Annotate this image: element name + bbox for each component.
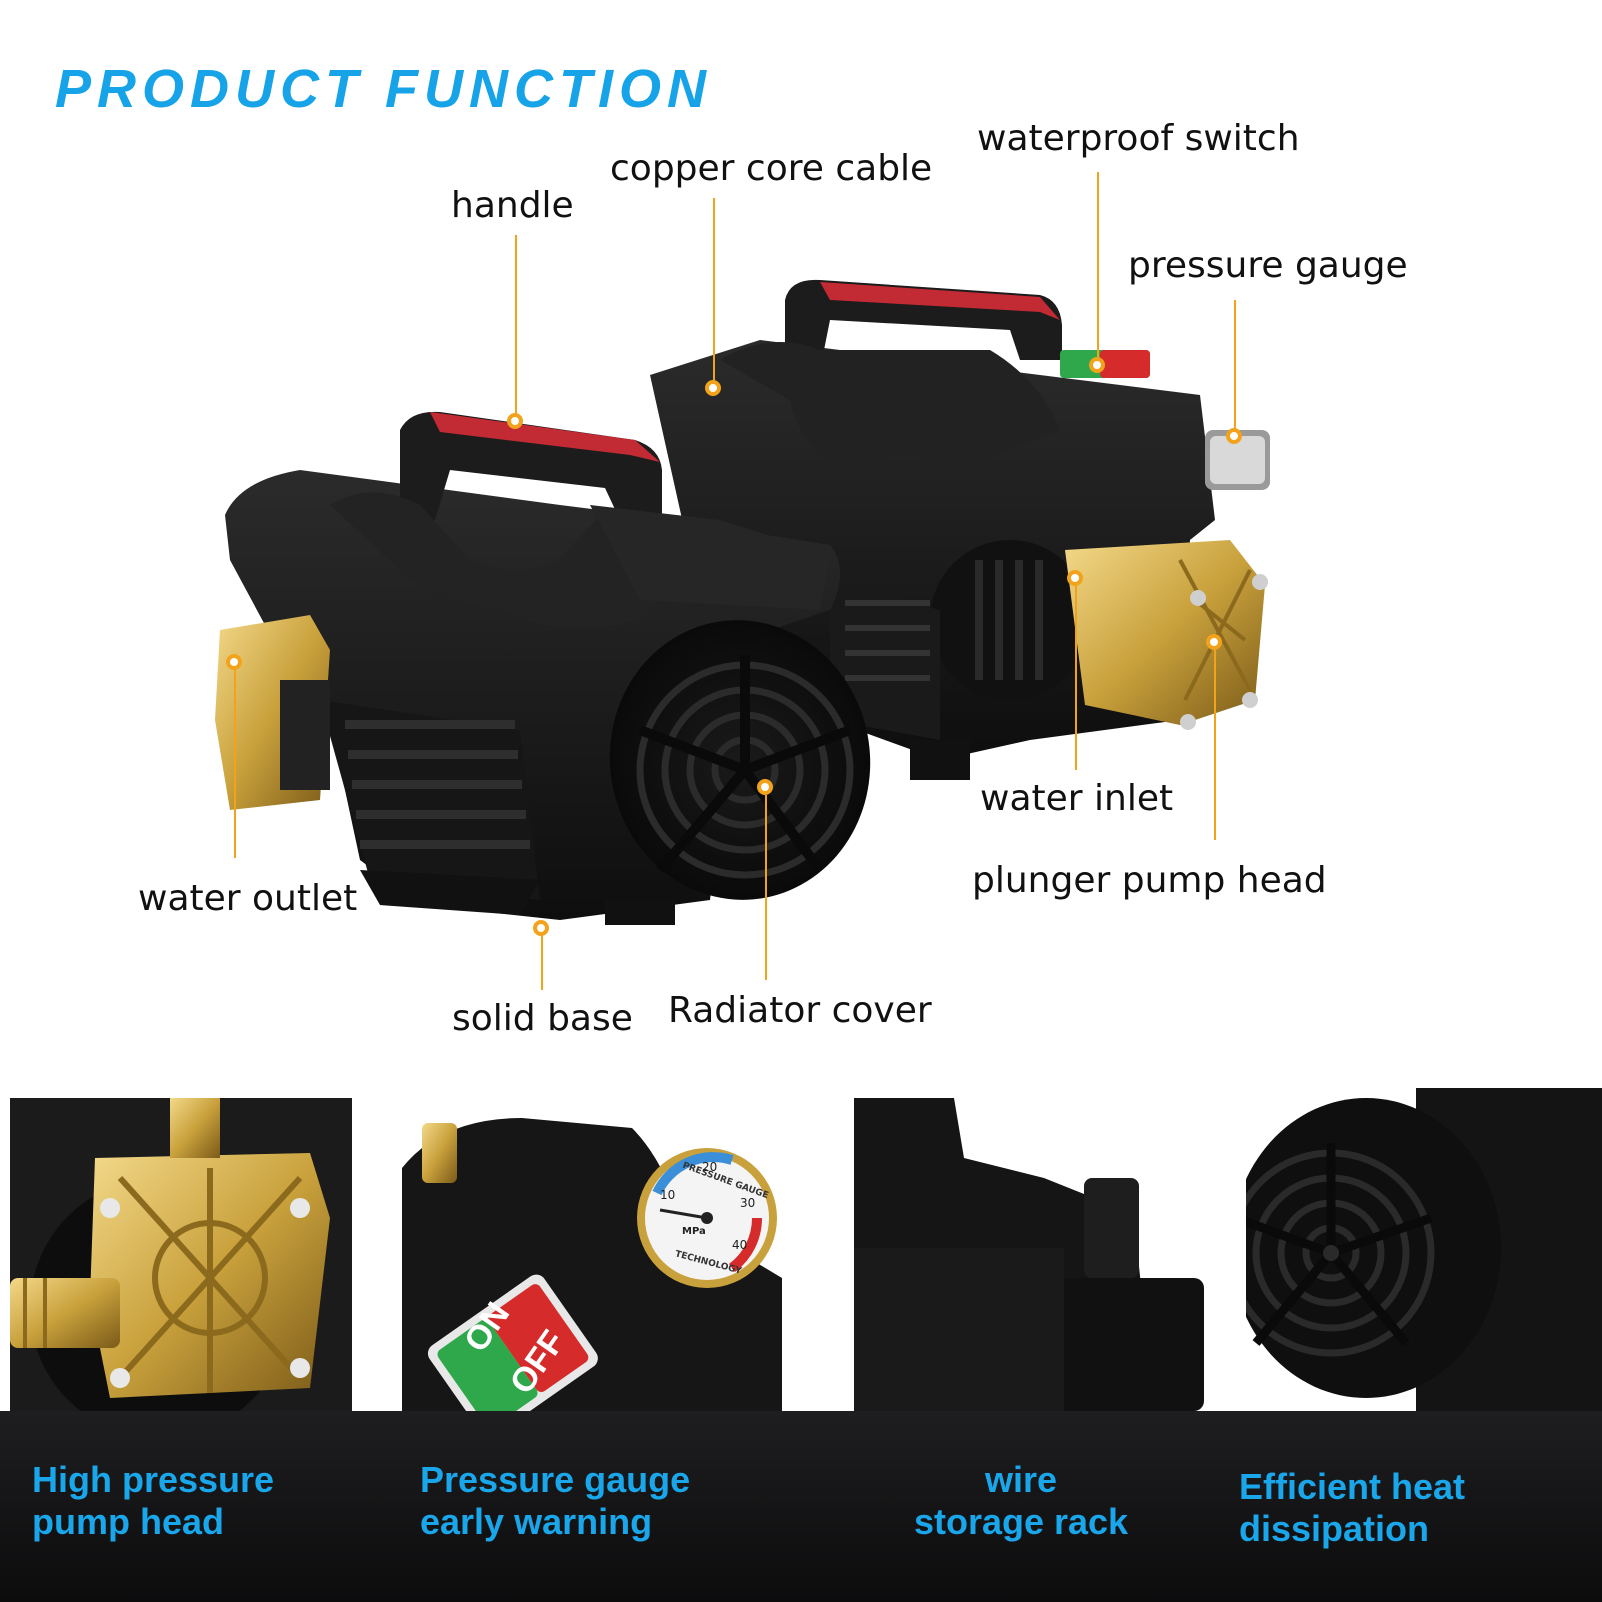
gauge-tick-20: 20 <box>702 1160 718 1174</box>
feature-caption-pump-head: High pressure pump head <box>32 1459 274 1543</box>
gauge-tick-10: 10 <box>660 1188 676 1202</box>
plunger-pump-head-marker <box>1206 634 1222 650</box>
heat-dissipation-detail-photo <box>1246 1088 1602 1411</box>
water-outlet-marker <box>226 654 242 670</box>
water-inlet-leader-line <box>1075 585 1077 770</box>
radiator-cover-marker <box>757 779 773 795</box>
handle-marker <box>507 413 523 429</box>
feature-caption-heat-dissipation: Efficient heat dissipation <box>1239 1466 1465 1550</box>
pressure-washer-illustration <box>215 279 1270 925</box>
plunger-pump-head-label: plunger pump head <box>972 860 1327 901</box>
pump-head-detail-photo <box>10 1098 352 1411</box>
handle-label: handle <box>451 185 574 226</box>
plunger-pump-head-leader-line <box>1214 650 1216 840</box>
wire-storage-detail-photo <box>854 1098 1206 1411</box>
feature-caption-line-1: High pressure <box>32 1459 275 1500</box>
water-inlet-label: water inlet <box>980 778 1174 819</box>
copper-core-cable-leader-line <box>713 198 715 383</box>
pressure-gauge-detail-photo: PRESSURE GAUGE 10 20 30 40 MPa TECHNOLOG… <box>402 1098 794 1411</box>
pressure-gauge-label: pressure gauge <box>1128 245 1408 286</box>
water-outlet-label: water outlet <box>138 878 358 919</box>
handle-leader-line <box>515 235 517 415</box>
waterproof-switch-marker <box>1089 357 1105 373</box>
gauge-unit-text: MPa <box>682 1226 706 1237</box>
solid-base-label: solid base <box>452 998 633 1039</box>
feature-caption-line-2: dissipation <box>1239 1508 1430 1549</box>
feature-caption-wire-storage: wire storage rack <box>866 1459 1176 1543</box>
water-outlet-leader-line <box>234 668 236 858</box>
feature-caption-line-2: pump head <box>32 1501 225 1542</box>
front-washer-unit <box>215 411 871 925</box>
feature-caption-line-1: Efficient heat <box>1239 1466 1466 1507</box>
waterproof-switch-leader-line <box>1097 172 1099 360</box>
solid-base-marker <box>533 920 549 936</box>
copper-core-cable-label: copper core cable <box>610 148 933 189</box>
feature-caption-line-1: Pressure gauge <box>420 1459 691 1500</box>
radiator-cover-leader-line <box>765 795 767 980</box>
pressure-gauge-marker <box>1226 428 1242 444</box>
feature-caption-line-2: early warning <box>420 1501 653 1542</box>
feature-caption-line-1: wire <box>984 1459 1058 1500</box>
feature-caption-pressure-gauge: Pressure gauge early warning <box>420 1459 690 1543</box>
page-title: PRODUCT FUNCTION <box>55 59 712 119</box>
copper-core-cable-marker <box>705 380 721 396</box>
feature-caption-band <box>0 1411 1602 1602</box>
solid-base-leader-line <box>541 935 543 990</box>
waterproof-switch-label: waterproof switch <box>977 118 1300 159</box>
radiator-cover-label: Radiator cover <box>668 990 932 1031</box>
water-inlet-marker <box>1067 570 1083 586</box>
gauge-tick-30: 30 <box>740 1196 756 1210</box>
gauge-tick-40: 40 <box>732 1238 748 1252</box>
pressure-gauge-leader-line <box>1234 300 1236 435</box>
feature-caption-line-2: storage rack <box>913 1501 1129 1542</box>
